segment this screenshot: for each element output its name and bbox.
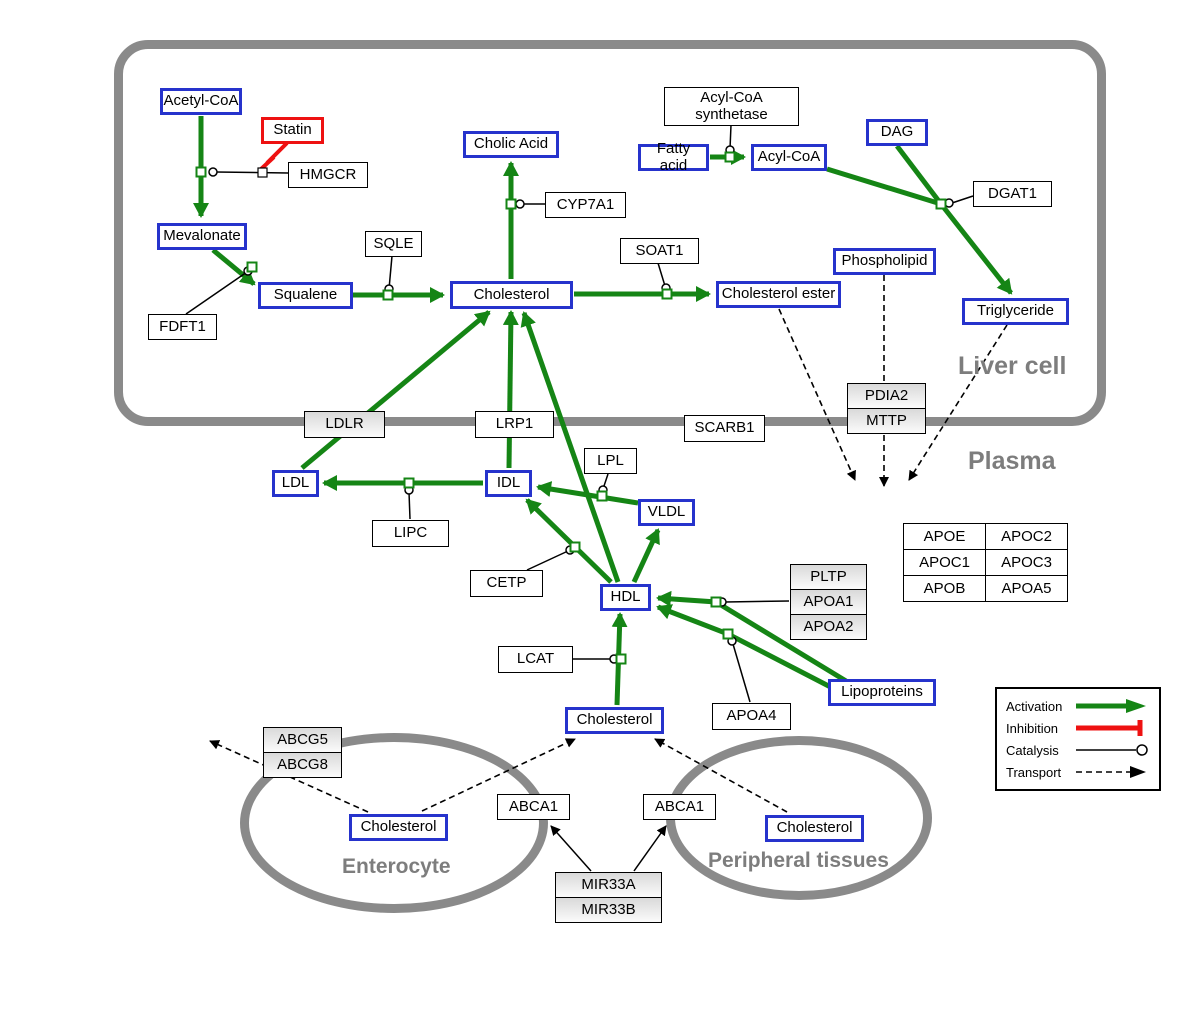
enterocyte-label: Enterocyte [342, 855, 451, 878]
activation-arrow-icon [1076, 699, 1146, 713]
node-vldl[interactable]: VLDL [638, 499, 695, 526]
catalysis-edges [185, 124, 974, 703]
apo-cell[interactable]: APOC2 [985, 523, 1068, 550]
node-abca1-peripheral[interactable]: ABCA1 [643, 794, 716, 820]
node-fdft1[interactable]: FDFT1 [148, 314, 217, 340]
node-sqle[interactable]: SQLE [365, 231, 422, 257]
node-acyl-coa[interactable]: Acyl-CoA [751, 144, 827, 171]
reaction-node-squares [195, 151, 947, 665]
apo-cell[interactable]: APOB [903, 575, 986, 602]
node-abcg5[interactable]: ABCG5 [263, 727, 342, 753]
legend-inhibition-label: Inhibition [1006, 720, 1059, 736]
node-pdia2[interactable]: PDIA2 [847, 383, 926, 409]
catalysis-circle-icon [1076, 744, 1148, 756]
legend-activation-label: Activation [1006, 698, 1063, 714]
transport-dashed-arrow-icon [1076, 766, 1146, 778]
inhibition-tbar-icon [1076, 720, 1143, 736]
peripheral-tissues-label: Peripheral tissues [708, 849, 889, 872]
node-cholic-acid[interactable]: Cholic Acid [463, 131, 559, 158]
node-mevalonate[interactable]: Mevalonate [157, 223, 247, 250]
liver-cell-compartment [114, 40, 1106, 426]
node-cholesterol-plasma[interactable]: Cholesterol [565, 707, 664, 734]
node-lpl[interactable]: LPL [584, 448, 637, 474]
activation-edges [193, 116, 1013, 706]
node-apoa4[interactable]: APOA4 [712, 703, 791, 730]
node-cyp7a1[interactable]: CYP7A1 [545, 192, 626, 218]
node-hdl[interactable]: HDL [600, 584, 651, 611]
apo-cell[interactable]: APOC1 [903, 549, 986, 576]
node-mir33b[interactable]: MIR33B [555, 897, 662, 923]
node-mir33a[interactable]: MIR33A [555, 872, 662, 898]
node-abcg8[interactable]: ABCG8 [263, 752, 342, 778]
node-abca1-enterocyte[interactable]: ABCA1 [497, 794, 570, 820]
apo-cell[interactable]: APOA5 [985, 575, 1068, 602]
node-hmgcr[interactable]: HMGCR [288, 162, 368, 188]
legend-row-inhibition: Inhibition [1006, 718, 1150, 738]
node-acyl-coa-synthetase[interactable]: Acyl-CoA synthetase [664, 87, 799, 126]
node-cholesterol-ester[interactable]: Cholesterol ester [716, 281, 841, 308]
node-soat1[interactable]: SOAT1 [620, 238, 699, 264]
legend-row-catalysis: Catalysis [1006, 740, 1150, 760]
node-lrp1[interactable]: LRP1 [475, 411, 554, 438]
node-idl[interactable]: IDL [485, 470, 532, 497]
node-ldl[interactable]: LDL [272, 470, 319, 497]
node-mttp[interactable]: MTTP [847, 408, 926, 434]
node-apoa1[interactable]: APOA1 [790, 589, 867, 615]
node-apoa2[interactable]: APOA2 [790, 614, 867, 640]
liver-cell-label: Liver cell [958, 352, 1067, 380]
inhibition-edge-statin-hmgcr [258, 141, 289, 172]
node-cholesterol-peripheral[interactable]: Cholesterol [765, 815, 864, 842]
acyl-coa-synthetase-line2: synthetase [695, 105, 768, 123]
node-statin[interactable]: Statin [261, 117, 324, 144]
legend: Activation Inhibition Catalysis Transpor… [995, 687, 1161, 791]
node-dgat1[interactable]: DGAT1 [973, 181, 1052, 207]
node-triglyceride[interactable]: Triglyceride [962, 298, 1069, 325]
legend-row-activation: Activation [1006, 696, 1150, 716]
enterocyte-compartment [240, 733, 548, 913]
legend-catalysis-label: Catalysis [1006, 742, 1059, 758]
apo-cell[interactable]: APOE [903, 523, 986, 550]
hmgcr-port-square [257, 167, 268, 178]
plasma-label: Plasma [968, 447, 1056, 475]
node-ldlr[interactable]: LDLR [304, 411, 385, 438]
node-pltp[interactable]: PLTP [790, 564, 867, 590]
regulation-edges [550, 825, 667, 872]
node-lipc[interactable]: LIPC [372, 520, 449, 547]
node-lipoproteins[interactable]: Lipoproteins [828, 679, 936, 706]
node-lcat[interactable]: LCAT [498, 646, 573, 673]
transport-edges [209, 275, 1008, 813]
apolipoprotein-table: APOE APOC2 APOC1 APOC3 APOB APOA5 [903, 523, 1068, 602]
node-scarb1[interactable]: SCARB1 [684, 415, 765, 442]
apo-cell[interactable]: APOC3 [985, 549, 1068, 576]
node-cetp[interactable]: CETP [470, 570, 543, 597]
node-cholesterol-liver[interactable]: Cholesterol [450, 281, 573, 309]
node-phospholipid[interactable]: Phospholipid [833, 248, 936, 275]
legend-transport-label: Transport [1006, 764, 1062, 780]
node-squalene[interactable]: Squalene [258, 282, 353, 309]
node-acetyl-coa[interactable]: Acetyl-CoA [160, 88, 242, 115]
node-fatty-acid[interactable]: Fatty acid [638, 141, 709, 173]
node-dag[interactable]: DAG [866, 119, 928, 146]
acyl-coa-synthetase-line1: Acyl-CoA [700, 89, 763, 107]
legend-row-transport: Transport [1006, 762, 1150, 782]
node-cholesterol-enterocyte[interactable]: Cholesterol [349, 814, 448, 841]
